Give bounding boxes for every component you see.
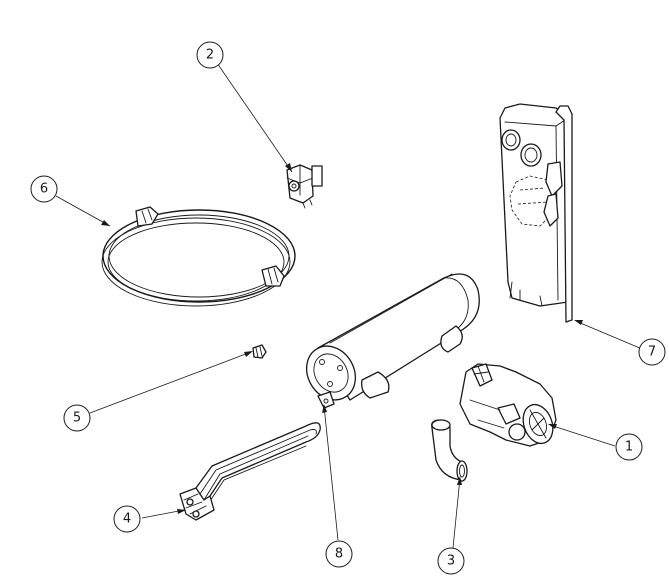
arrow-4	[177, 509, 186, 514]
arrow-8	[322, 404, 327, 413]
part-heating-element	[179, 422, 321, 521]
callout-1-label: 1	[625, 440, 633, 455]
part-clip	[252, 344, 267, 359]
callout-3: 3	[437, 547, 465, 575]
leader-5	[89, 351, 252, 414]
part-hose	[101, 206, 296, 307]
callout-6: 6	[30, 175, 58, 203]
callout-4-label: 4	[123, 512, 131, 527]
arrow-6	[101, 220, 110, 226]
arrow-1	[548, 424, 557, 429]
callout-8: 8	[325, 540, 353, 568]
callout-5: 5	[63, 404, 91, 432]
part-tank	[306, 273, 480, 409]
arrow-5	[244, 351, 253, 357]
leader-4	[141, 509, 185, 519]
leader-1	[549, 424, 616, 447]
arrow-3	[457, 476, 462, 485]
callout-1: 1	[615, 433, 643, 461]
part-elbow-hose	[431, 419, 468, 482]
callout-6-label: 6	[40, 182, 48, 197]
callout-8-label: 8	[335, 547, 343, 562]
leader-8	[323, 405, 339, 541]
callout-2: 2	[196, 41, 224, 69]
leader-2	[216, 62, 293, 173]
arrow-7	[574, 320, 583, 325]
leader-7	[577, 321, 643, 350]
leader-6	[55, 195, 111, 227]
callout-4: 4	[113, 505, 141, 533]
callout-5-label: 5	[73, 411, 81, 426]
callout-2-label: 2	[206, 48, 214, 63]
part-valve	[286, 164, 323, 209]
callout-7-label: 7	[648, 345, 656, 360]
leader-lines	[55, 62, 643, 549]
arrow-2	[285, 163, 292, 172]
leader-3	[452, 477, 461, 549]
part-pump	[459, 363, 557, 447]
callout-3-label: 3	[447, 554, 455, 569]
callout-7: 7	[638, 338, 666, 366]
part-heat-exchanger	[499, 103, 573, 323]
